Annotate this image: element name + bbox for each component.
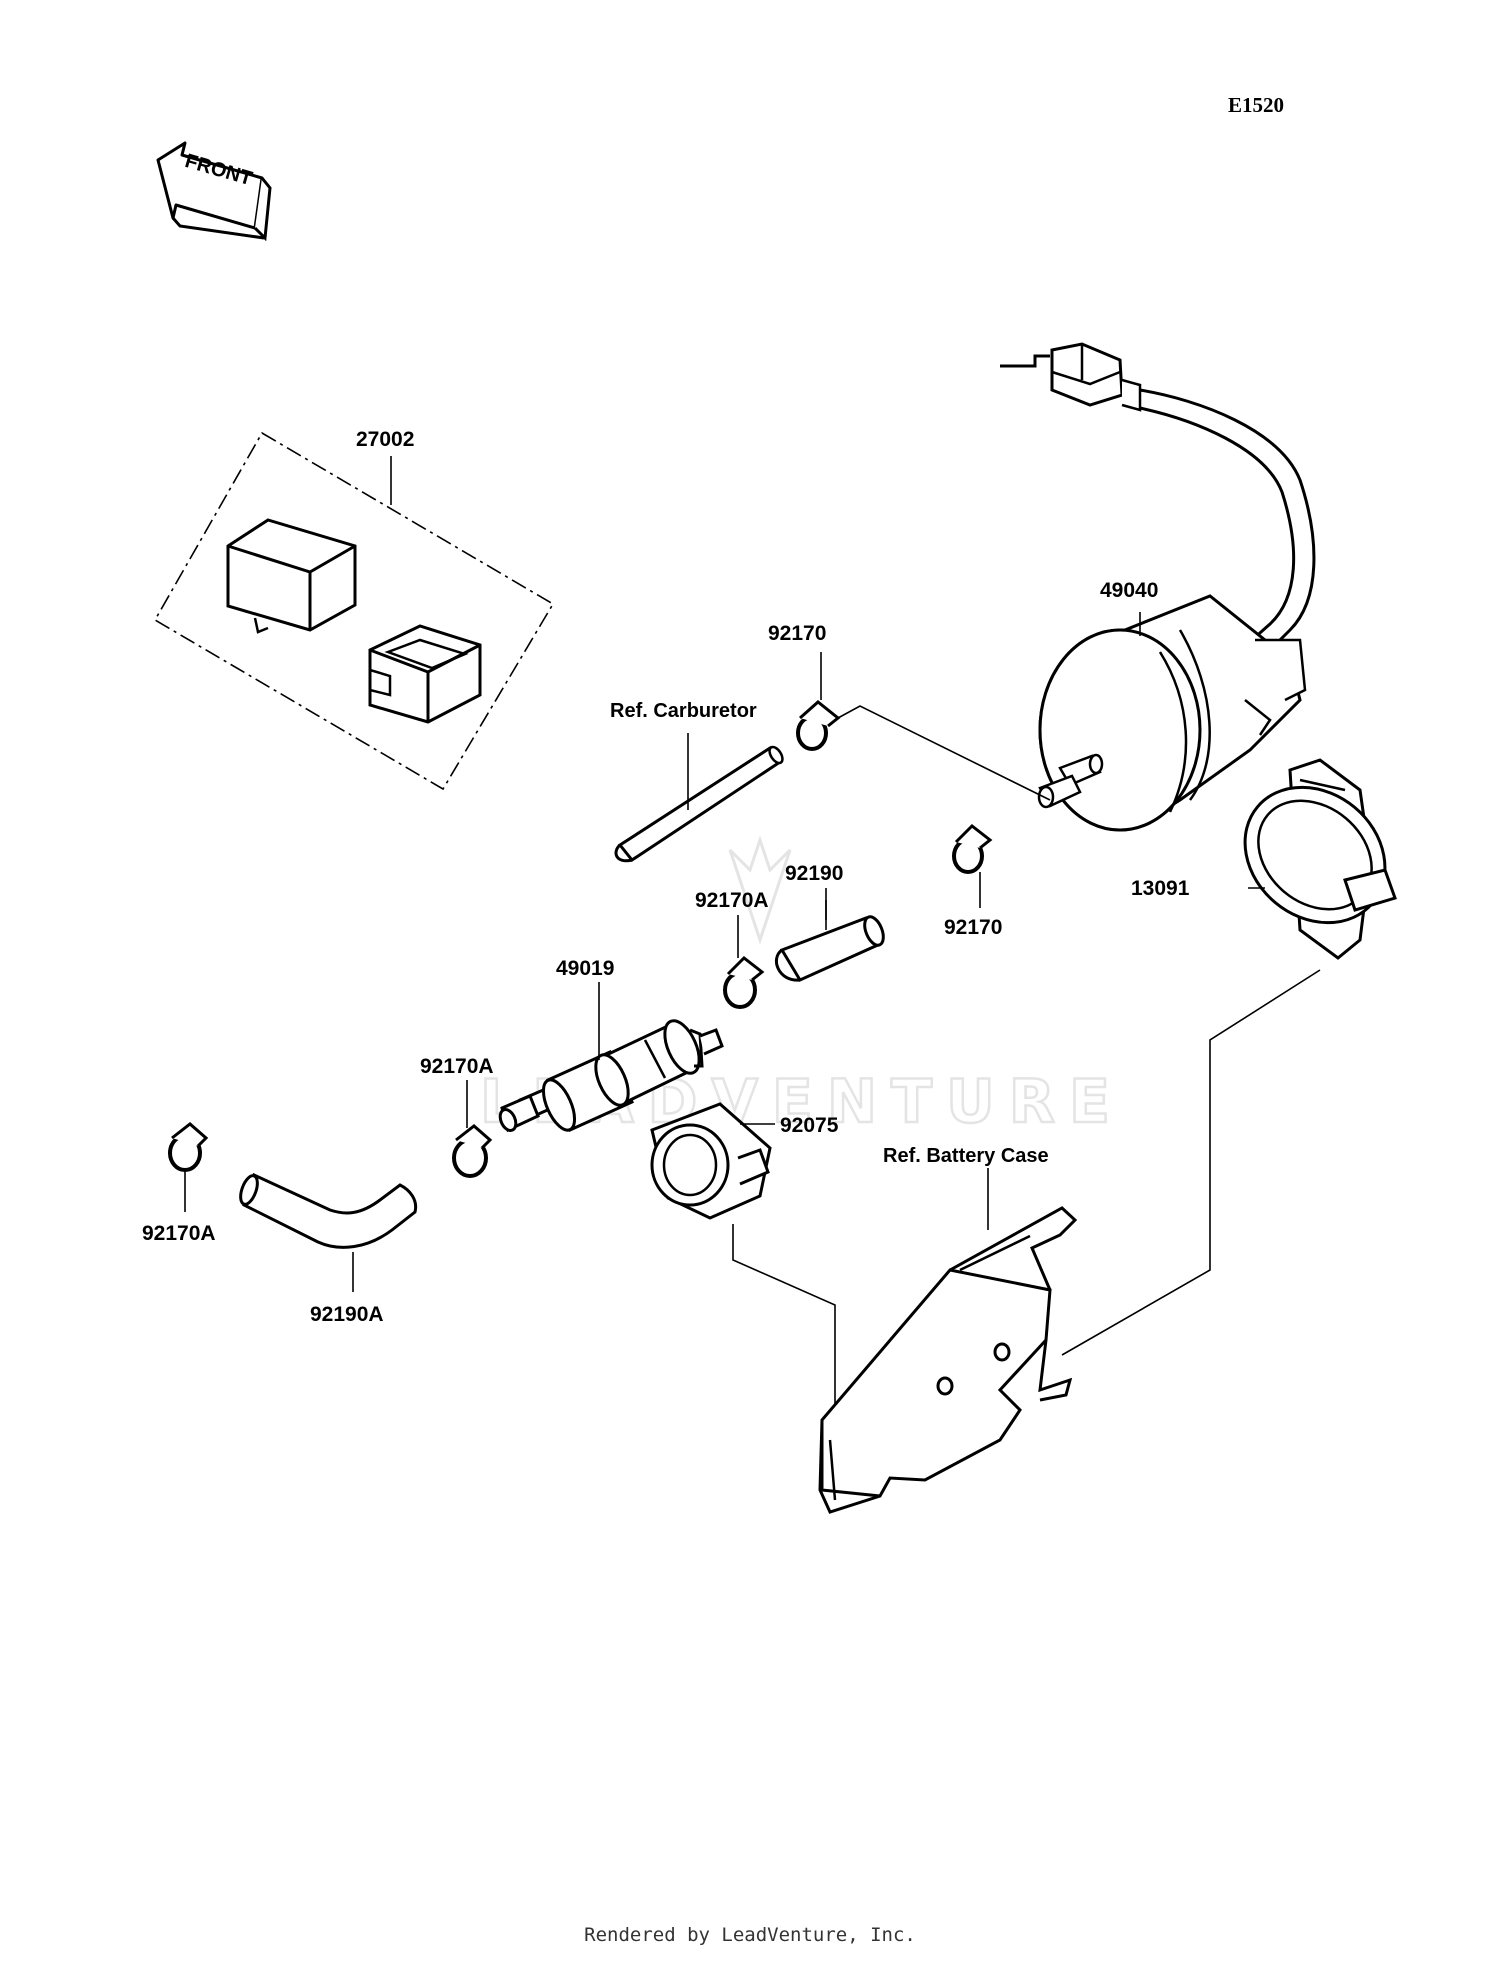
part-label-13091[interactable]: 13091 [1131,877,1190,900]
front-arrow-icon: FRONT [156,141,272,242]
clamp-92170a-left [452,1080,493,1178]
clamp-92170a-mid [723,915,765,1009]
part-label-92075[interactable]: 92075 [780,1114,839,1137]
part-label-92170a-mid[interactable]: 92170A [695,889,769,912]
part-label-92190[interactable]: 92190 [785,862,843,885]
ref-battery-case-label: Ref. Battery Case [883,1145,1049,1167]
part-label-27002[interactable]: 27002 [356,428,414,451]
footer-credit: Rendered by LeadVenture, Inc. [584,1924,916,1946]
part-label-92170a-far[interactable]: 92170A [142,1222,216,1245]
diagram-code: E1520 [1228,93,1284,117]
clamp-92170-top [796,652,841,751]
clamp-92170-right [952,824,993,908]
part-label-49019[interactable]: 49019 [556,957,614,980]
battery-case [818,1168,1078,1514]
part-label-92170-right[interactable]: 92170 [944,916,1002,939]
filter-holder-92075 [650,1102,836,1430]
hose-92190 [775,888,885,982]
part-label-49040[interactable]: 49040 [1100,579,1158,602]
clamp-92170a-far [168,1122,209,1212]
hose-route-line [837,705,1051,801]
ref-carburetor-label: Ref. Carburetor [610,700,757,722]
part-label-92170a-left[interactable]: 92170A [420,1055,494,1078]
fuel-filter-49019 [498,982,724,1133]
part-label-92170-top[interactable]: 92170 [768,622,826,645]
hose-92190a [239,1172,418,1292]
fuel-pump-49040 [1000,342,1316,832]
relay-set-27002 [153,431,555,791]
pump-bracket-13091 [1061,758,1397,1356]
carburetor-hose [614,733,784,863]
part-label-92190a[interactable]: 92190A [310,1303,384,1326]
